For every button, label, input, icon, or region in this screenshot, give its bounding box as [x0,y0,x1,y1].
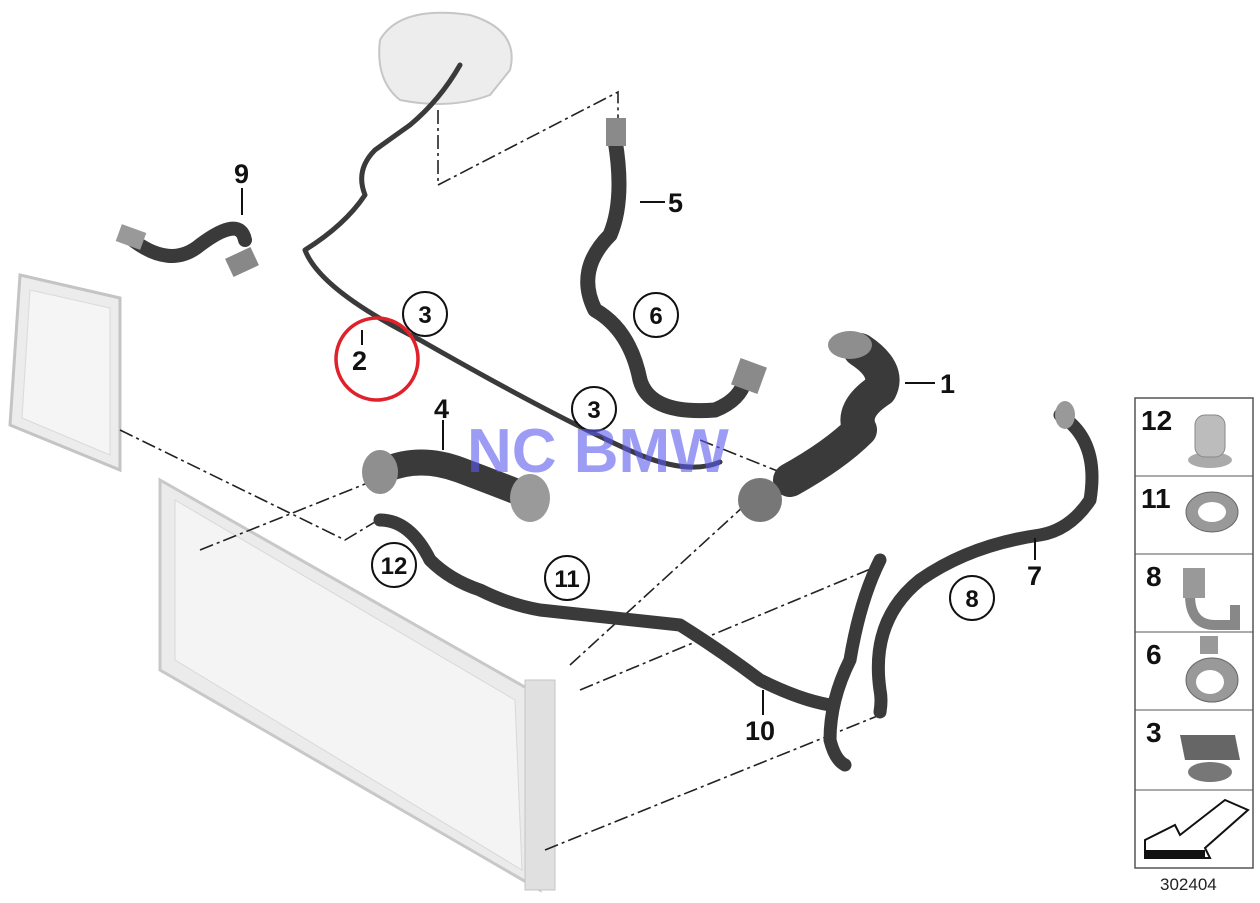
reference-number: 302404 [1160,875,1217,894]
legend-number: 3 [1146,717,1162,748]
watermark: NC BMW [467,417,729,486]
callout-5: 5 [668,188,683,218]
highlight-circle [334,316,420,402]
circled-callout-3: 3 [571,386,617,432]
parts-legend: 12 11 8 6 3 [1134,397,1254,869]
open-hose-clip-icon [1183,568,1240,630]
svg-text:11: 11 [554,566,579,593]
legend-number: 12 [1141,405,1172,436]
svg-text:6: 6 [649,303,662,330]
svg-text:3: 3 [587,397,600,424]
hose-clip-with-base-icon [1188,414,1232,468]
leader-lines [241,188,1036,715]
svg-text:3: 3 [418,302,431,329]
svg-text:12: 12 [381,553,408,580]
circled-callout-12: 12 [371,542,417,588]
callout-10: 10 [745,716,775,746]
callout-1: 1 [940,369,955,399]
callout-2: 2 [352,346,367,376]
assembly-lines [119,90,881,851]
callout-9: 9 [234,159,249,189]
double-line-clip-icon [1180,735,1240,782]
radiator [158,477,556,893]
callout-7: 7 [1027,561,1042,591]
direction-arrow-icon [1144,798,1250,859]
circled-callout-6: 6 [633,292,679,338]
callout-4: 4 [434,394,449,424]
hose-clamp-with-tab-icon [1185,636,1239,703]
hose-clamp-ring-icon [1185,491,1239,533]
legend-number: 6 [1146,639,1162,670]
expansion-tank [378,11,513,105]
circled-callout-11: 11 [544,555,590,601]
circled-callout-3: 3 [402,291,448,337]
svg-text:8: 8 [965,586,978,613]
circled-callout-8: 8 [949,575,995,621]
legend-number: 8 [1146,561,1162,592]
auxiliary-cooler [8,273,122,473]
legend-number: 11 [1141,483,1171,514]
